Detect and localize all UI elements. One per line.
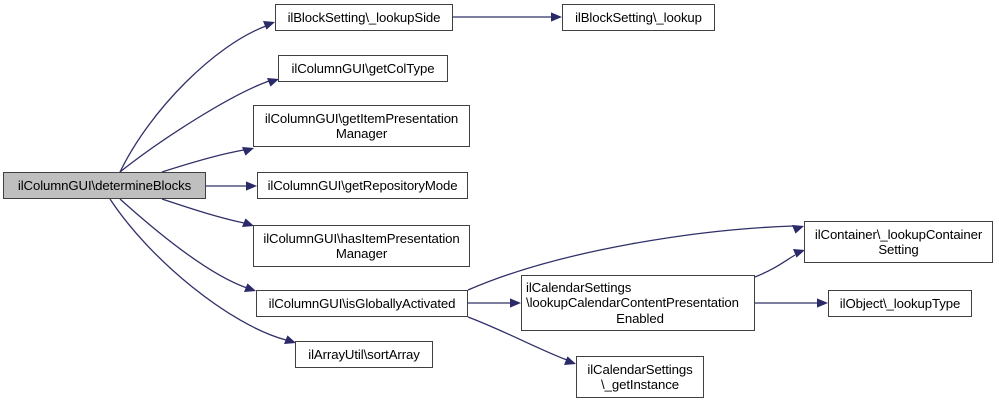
graph-node-label-line: ilColumnGUI\getColType xyxy=(291,60,435,76)
graph-node-sortArray[interactable]: ilArrayUtil\sortArray xyxy=(295,341,433,368)
graph-node-label-line: ilCalendarSettings xyxy=(587,361,693,377)
arrowhead-hasItemPresentationManager xyxy=(242,218,254,227)
graph-node-determineBlocks[interactable]: ilColumnGUI\determineBlocks xyxy=(3,172,206,199)
call-edge-lookupCalendarContentPresentationEnabled-to-lookupContainerSetting xyxy=(754,254,796,278)
graph-node-label-line: \lookupCalendarContentPresentation xyxy=(526,295,739,311)
call-edge-determineBlocks-to-getColType xyxy=(119,80,270,173)
graph-node-label-line: ilObject\_lookupType xyxy=(839,295,961,311)
graph-node-label-line: ilColumnGUI\isGloballyActivated xyxy=(268,295,456,311)
graph-node-lookupCalendarContentPresentationEnabled[interactable]: ilCalendarSettings\lookupCalendarContent… xyxy=(521,275,755,331)
graph-node-label-line: Setting xyxy=(878,242,919,257)
arrowhead-lookupContainerSetting xyxy=(793,249,805,258)
graph-node-label-line: ilColumnGUI\getItemPresentation xyxy=(264,110,459,126)
arrowhead-getItemPresentationManager xyxy=(242,147,254,156)
graph-node-getColType[interactable]: ilColumnGUI\getColType xyxy=(278,55,448,82)
call-edge-isGloballyActivated-to-getInstance xyxy=(467,316,568,361)
arrowhead-lookupCalendarContentPresentationEnabled xyxy=(510,298,521,308)
call-edge-determineBlocks-to-getItemPresentationManager xyxy=(161,149,245,173)
arrowhead-getColType xyxy=(267,78,279,87)
call-edge-determineBlocks-to-hasItemPresentationManager xyxy=(161,198,245,224)
graph-node-lookup[interactable]: ilBlockSetting\_lookup xyxy=(562,4,715,31)
arrowhead-isGloballyActivated xyxy=(244,283,256,292)
graph-node-label-line: Manager xyxy=(335,246,388,261)
graph-node-label-line: Enabled xyxy=(616,310,664,326)
graph-node-label-line: ilBlockSetting\_lookup xyxy=(575,9,702,25)
graph-node-label-line: ilArrayUtil\sortArray xyxy=(308,346,420,362)
arrowhead-lookup xyxy=(551,12,562,22)
arrowhead-lookupContainerSetting xyxy=(792,225,804,234)
graph-node-label-line: \_getInstance xyxy=(601,377,679,392)
call-edge-determineBlocks-to-sortArray xyxy=(109,198,287,341)
graph-node-getInstance[interactable]: ilCalendarSettings\_getInstance xyxy=(576,356,704,398)
arrowhead-sortArray xyxy=(284,335,296,344)
call-edge-determineBlocks-to-lookupSide xyxy=(119,25,267,173)
graph-node-label-line: Manager xyxy=(335,126,388,141)
graph-node-label-line: ilColumnGUI\getRepositoryMode xyxy=(267,177,458,193)
graph-node-label-line: ilColumnGUI\hasItemPresentation xyxy=(263,230,460,246)
graph-node-label-line: ilCalendarSettings xyxy=(526,279,632,295)
arrowhead-lookupSide xyxy=(263,21,275,30)
graph-node-lookupSide[interactable]: ilBlockSetting\_lookupSide xyxy=(275,4,453,31)
arrowhead-getInstance xyxy=(564,356,576,365)
arrowhead-getRepositoryMode xyxy=(246,181,257,191)
call-edge-isGloballyActivated-to-lookupContainerSetting xyxy=(467,225,795,291)
graph-node-getRepositoryMode[interactable]: ilColumnGUI\getRepositoryMode xyxy=(257,172,468,199)
graph-node-lookupType[interactable]: ilObject\_lookupType xyxy=(828,290,972,317)
graph-node-label-line: ilColumnGUI\determineBlocks xyxy=(17,177,192,193)
arrowhead-lookupType xyxy=(817,298,828,308)
call-edge-determineBlocks-to-isGloballyActivated xyxy=(119,198,248,289)
graph-node-isGloballyActivated[interactable]: ilColumnGUI\isGloballyActivated xyxy=(256,290,468,317)
graph-node-label-line: ilBlockSetting\_lookupSide xyxy=(287,9,441,25)
graph-node-label-line: ilContainer\_lookupContainer xyxy=(814,226,983,242)
